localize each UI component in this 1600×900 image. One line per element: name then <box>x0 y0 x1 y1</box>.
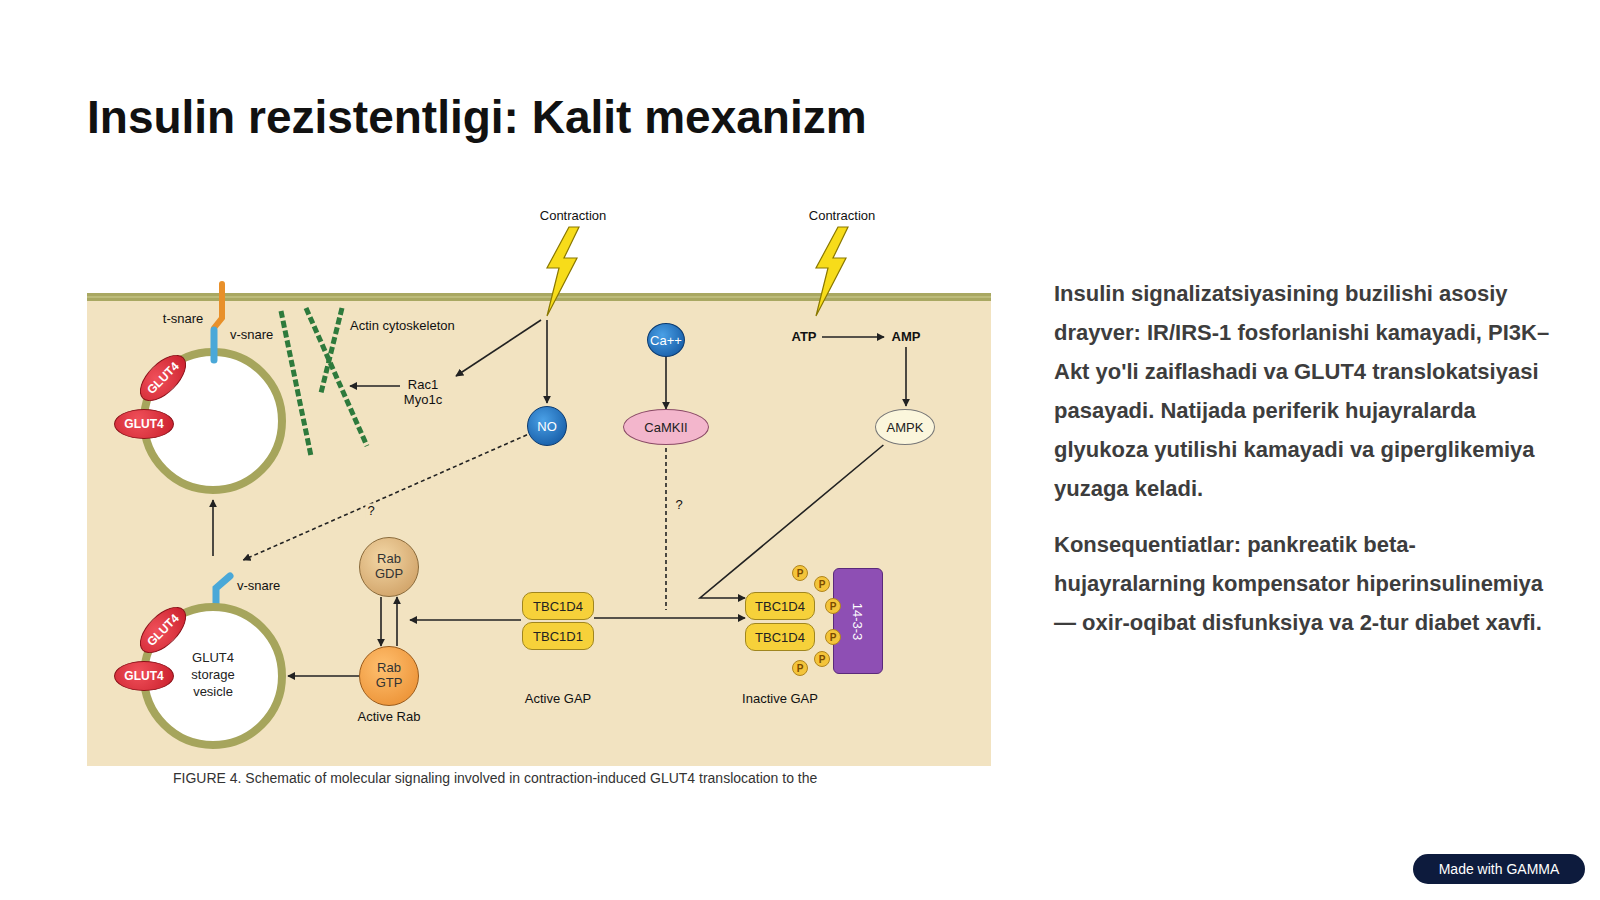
node-text: Made with GAMMA <box>1439 861 1560 877</box>
molecule-label: ATP <box>791 330 816 345</box>
protein-label: Rac1 Myo1c <box>401 378 445 408</box>
glut4-transporter: GLUT4 <box>114 409 174 439</box>
arrow-connector <box>380 597 382 646</box>
node-text: Rab GDP <box>367 552 411 582</box>
arrow-connector <box>594 617 745 619</box>
made-with-badge: Made with GAMMA <box>1413 854 1585 884</box>
stimulus-label: Contraction <box>540 209 606 224</box>
state-label: Inactive GAP <box>742 692 818 707</box>
14-3-3-protein: 14-3-3 <box>833 568 883 674</box>
molecule-label: AMP <box>892 330 921 345</box>
slide-title: Insulin rezistentligi: Kalit mexanizm <box>87 90 867 144</box>
edge-label: ? <box>366 504 377 519</box>
tbc-protein: TBC1D1 <box>522 622 594 650</box>
node-text: TBC1D4 <box>533 599 583 614</box>
node-text: AMPK <box>887 420 924 435</box>
lightning-bolt <box>547 227 579 316</box>
state-label: Active GAP <box>525 692 591 707</box>
tbc-protein: TBC1D4 <box>522 592 594 620</box>
tbc-protein: TBC1D4 <box>745 623 815 651</box>
node-text: TBC1D1 <box>533 629 583 644</box>
part-label: Actin cytoskeleton <box>350 319 455 334</box>
stimulus-label: Contraction <box>809 209 875 224</box>
t-snare-protein <box>214 284 222 328</box>
node-text: Rab GTP <box>367 661 411 691</box>
node-text: CaMKII <box>644 420 687 435</box>
body-paragraph: Konsequentiatlar: pankreatik beta-hujayr… <box>1054 525 1554 642</box>
tbc-protein: TBC1D4 <box>745 592 815 620</box>
node-text: P <box>819 579 826 590</box>
figure-caption: FIGURE 4. Schematic of molecular signali… <box>173 770 817 786</box>
signal-arrows <box>213 320 906 620</box>
phosphate-mark: P <box>792 565 808 581</box>
nitric-oxide: NO <box>527 406 567 446</box>
node-text: NO <box>537 419 557 434</box>
phosphate-mark: P <box>825 629 841 645</box>
v-snare-protein <box>211 330 218 360</box>
calcium-ion: Ca++ <box>647 323 685 357</box>
arrow-connector <box>288 675 359 677</box>
lightning-bolt <box>816 227 848 316</box>
node-text: P <box>830 632 837 643</box>
ampk-enzyme: AMPK <box>875 409 935 445</box>
phosphate-mark: P <box>814 651 830 667</box>
node-text: P <box>797 663 804 674</box>
part-label: v-snare <box>230 328 273 343</box>
part-label: v-snare <box>237 579 280 594</box>
node-text: 14-3-3 <box>850 602 865 640</box>
phosphate-mark: P <box>814 576 830 592</box>
node-text: GLUT4 <box>124 417 163 431</box>
node-text: GLUT4 <box>124 669 163 683</box>
node-text: TBC1D4 <box>755 630 805 645</box>
body-paragraph: Insulin signalizatsiyasining buzilishi a… <box>1054 274 1554 508</box>
phosphate-mark: P <box>825 598 841 614</box>
outside-label: Active Rab <box>358 710 421 725</box>
camkii-enzyme: CaMKII <box>623 409 709 445</box>
phosphate-mark: P <box>792 660 808 676</box>
part-label: t-snare <box>163 312 203 327</box>
text-column: Insulin signalizatsiyasining buzilishi a… <box>1054 274 1554 659</box>
rab-gdp: Rab GDP <box>359 537 419 597</box>
node-text: P <box>830 601 837 612</box>
unknown-mark: ? <box>675 498 682 513</box>
arrow-connector <box>665 357 667 409</box>
cell-cytoplasm <box>87 296 991 766</box>
arrow-connector <box>396 597 398 646</box>
rab-gtp: Rab GTPActive Rab <box>359 646 419 706</box>
node-text: P <box>797 568 804 579</box>
node-text: GLUT4 storage vesicle <box>173 650 253 701</box>
node-text: TBC1D4 <box>755 599 805 614</box>
node-text: P <box>819 654 826 665</box>
glut4-transporter: GLUT4 <box>114 661 174 691</box>
node-text: Ca++ <box>650 333 682 348</box>
